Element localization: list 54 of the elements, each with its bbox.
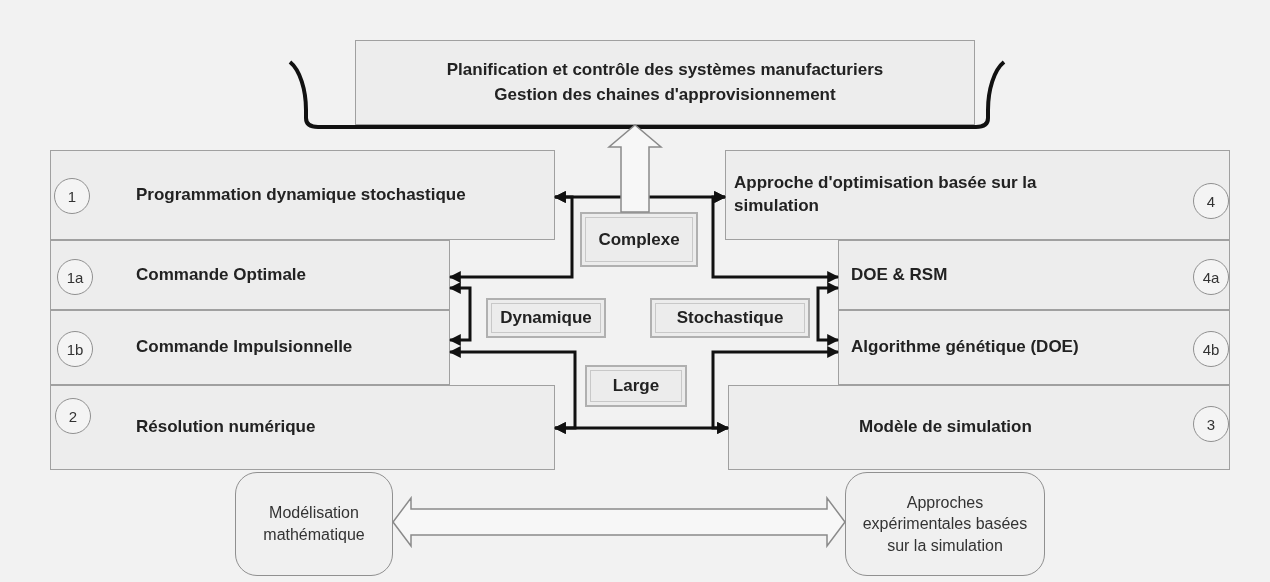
step-number: 2 — [68, 407, 78, 425]
number-circle — [55, 398, 91, 434]
method-box — [728, 385, 1230, 470]
number-circle — [1193, 183, 1229, 219]
box-label: Approches expérimentales basées sur la simulation — [861, 492, 1029, 556]
box-label: Gestion des chaines d'approvisionnement — [494, 83, 836, 106]
arrow — [448, 282, 472, 346]
number-circle — [54, 178, 90, 214]
number-circle — [57, 331, 93, 367]
box-label: DOE & RSM — [851, 263, 948, 286]
step-number: 3 — [1206, 415, 1216, 433]
box-label: Complexe — [598, 229, 680, 250]
box-label: Commande Optimale — [136, 263, 307, 286]
step-number: 1a — [66, 268, 84, 286]
arrow — [816, 282, 840, 346]
method-box — [50, 240, 450, 310]
box-label: Approche d'optimisation basée sur la simulation — [734, 172, 1038, 217]
arrow — [711, 191, 840, 283]
box-label: Stochastique — [676, 308, 784, 328]
box-label: Large — [612, 376, 660, 396]
step-number: 1b — [66, 340, 84, 358]
method-box — [725, 150, 1230, 240]
step-number: 4b — [1202, 340, 1220, 358]
method-box — [838, 240, 1230, 310]
box-label: Résolution numérique — [136, 416, 316, 439]
approach-box — [235, 472, 393, 576]
step-number: 4a — [1202, 268, 1220, 286]
box-label: Programmation dynamique stochastique — [136, 183, 466, 206]
arrow — [448, 191, 574, 283]
number-circle — [57, 259, 93, 295]
hollow-arrow — [392, 495, 846, 549]
box-label: Modèle de simulation — [859, 416, 1032, 439]
box-label: Commande Impulsionnelle — [136, 336, 353, 359]
number-circle — [1193, 331, 1229, 367]
method-box — [50, 385, 555, 470]
category-box — [580, 212, 698, 267]
approach-box — [845, 472, 1045, 576]
method-box — [50, 310, 450, 385]
method-box — [838, 310, 1230, 385]
step-number: 4 — [1206, 192, 1216, 210]
arrow — [553, 422, 730, 434]
category-box — [585, 365, 687, 407]
title-box — [355, 40, 975, 125]
method-box — [50, 150, 555, 240]
number-circle — [1193, 259, 1229, 295]
box-label: Planification et contrôle des systèmes manufacturiers — [446, 58, 884, 81]
box-label: Modélisation mathématique — [262, 503, 366, 545]
step-number: 1 — [67, 187, 77, 205]
number-circle — [1193, 406, 1229, 442]
hollow-arrow — [606, 124, 664, 213]
category-box — [486, 298, 606, 338]
box-label: Algorithme génétique (DOE) — [851, 336, 1079, 359]
category-box — [650, 298, 810, 338]
box-label: Dynamique — [500, 308, 592, 328]
